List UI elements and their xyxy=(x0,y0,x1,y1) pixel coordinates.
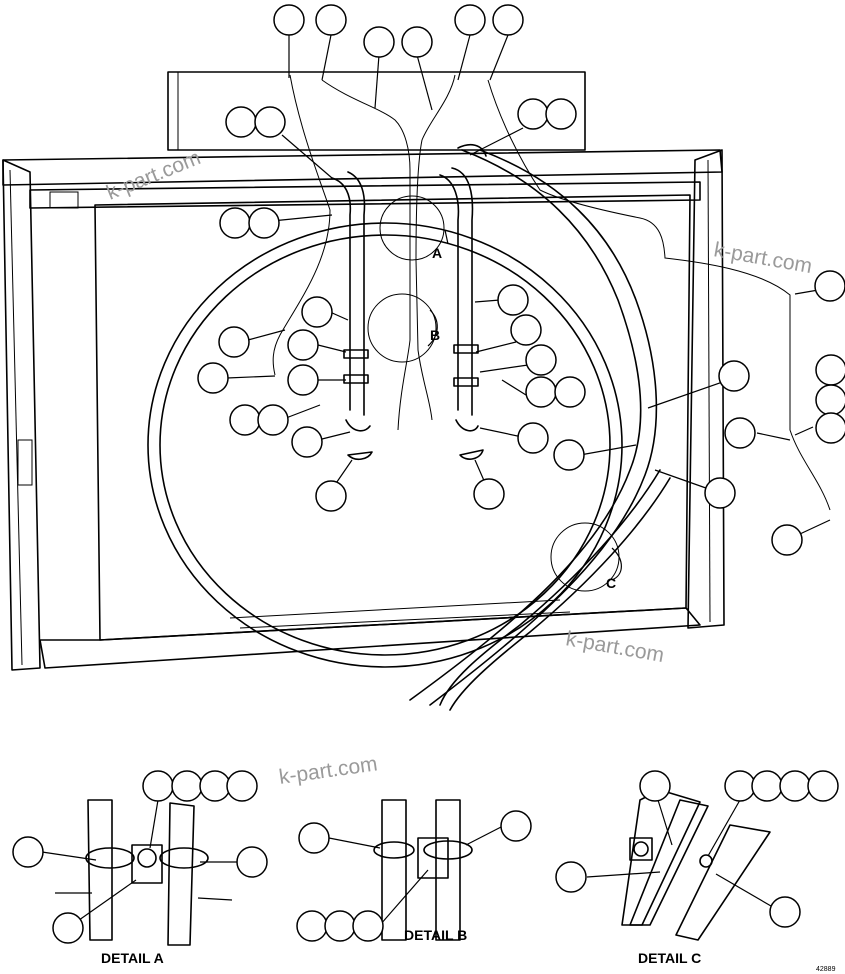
drawing-number: 42889 xyxy=(816,966,836,973)
upper-right-hose xyxy=(439,167,484,460)
detail-c-view: DETAIL C xyxy=(555,770,839,966)
detail-b-circle: B xyxy=(367,293,440,363)
long-return-hose xyxy=(409,143,658,706)
radiator-frame xyxy=(2,71,725,671)
fan-shroud-ring xyxy=(147,222,623,668)
detail-b-label: DETAIL B xyxy=(404,927,467,943)
callout-bubbles xyxy=(197,4,845,556)
vent-lines xyxy=(272,74,831,511)
upper-left-hose xyxy=(331,171,373,461)
detail-b-marker: B xyxy=(430,327,440,343)
detail-a-label: DETAIL A xyxy=(101,950,164,966)
watermark-text: k-part.com xyxy=(277,752,378,789)
detail-c-marker: C xyxy=(606,575,616,591)
detail-a-marker: A xyxy=(432,245,442,261)
watermark-text: k-part.com xyxy=(712,238,814,278)
detail-b-view: DETAIL B xyxy=(296,799,532,943)
detail-a-circle: A xyxy=(379,195,449,261)
detail-c-label: DETAIL C xyxy=(638,950,701,966)
detail-c-circle: C xyxy=(550,522,622,592)
detail-a-view: DETAIL A xyxy=(12,770,268,966)
watermark-text: k-part.com xyxy=(564,627,666,667)
watermark-text: k-part.com xyxy=(103,146,204,204)
overflow-tube xyxy=(439,469,671,711)
